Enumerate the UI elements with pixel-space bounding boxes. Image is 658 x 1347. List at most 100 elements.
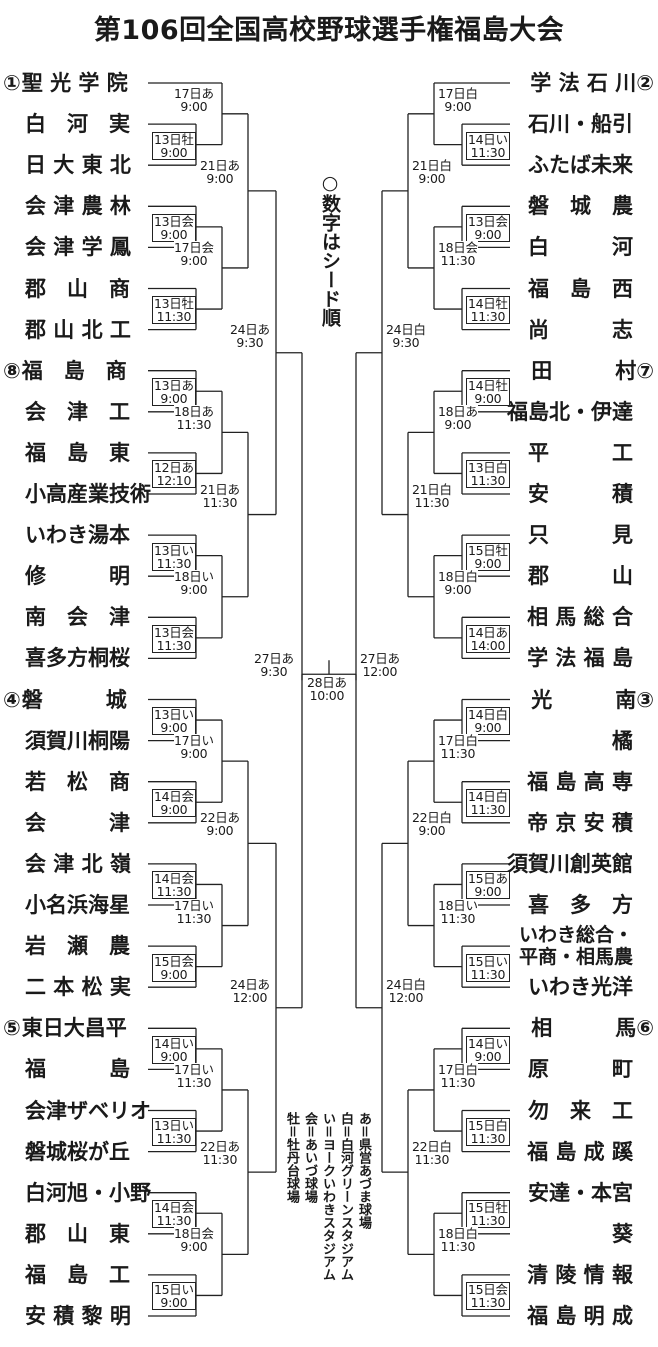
match-time: 11:30 xyxy=(176,417,212,433)
match-date: 14日白 xyxy=(468,707,508,723)
match-time: 9:00 xyxy=(180,581,208,597)
match-time: 9:00 xyxy=(160,966,188,982)
match-time: 11:30 xyxy=(470,966,506,982)
match-time: 14:00 xyxy=(470,637,506,653)
match-time: 12:10 xyxy=(156,473,192,489)
team-name: いわき総合・ 平商・相馬農 xyxy=(519,924,633,968)
team-name: 会津ザベリオ xyxy=(25,1100,151,1122)
match-time: 11:30 xyxy=(470,473,506,489)
team-name: 小高産業技術 xyxy=(25,483,151,505)
match-time: 9:00 xyxy=(160,391,188,407)
match-time: 9:00 xyxy=(180,746,208,762)
team-label: 会 津 学 鳳 xyxy=(25,235,131,260)
match-date: 18日あ xyxy=(438,404,478,420)
team-label: 会 津 工 xyxy=(25,399,130,424)
team-name: ①聖 光 学 院 xyxy=(3,72,128,94)
match-date: 13日牡 xyxy=(154,131,194,147)
match-time: 11:30 xyxy=(156,1131,192,1147)
team-name: 福 島 成 蹊 xyxy=(527,1141,633,1163)
page-title: 第106回全国高校野球選手権福島大会 xyxy=(93,15,565,46)
match-date: 17日白 xyxy=(438,733,478,749)
team-name: 清 陵 情 報 xyxy=(527,1264,633,1286)
match-date: 22日あ xyxy=(200,1139,240,1155)
match-time: 11:30 xyxy=(156,637,192,653)
match-date: 13日白 xyxy=(468,460,508,476)
team-label: 聖 光 学 院 xyxy=(21,71,128,95)
match-time: 9:00 xyxy=(444,417,472,433)
team-label: 東日大昌平 xyxy=(21,1016,127,1041)
team-name: 石川・船引 xyxy=(528,113,633,135)
seed-badge: ⑤ xyxy=(3,1016,21,1041)
team-name: 会 津 工 xyxy=(25,401,130,423)
match-time: 12:00 xyxy=(388,989,424,1005)
match-time: 9:00 xyxy=(444,581,472,597)
team-name: 福 島 xyxy=(25,1058,130,1080)
team-name: 磐城桜が丘 xyxy=(25,1141,130,1163)
team-label: 小高産業技術 xyxy=(25,482,151,506)
match-date: 14日会 xyxy=(154,1200,194,1216)
match-time: 9:00 xyxy=(180,252,208,268)
team-label: ふたば未来 xyxy=(528,153,633,178)
match-date: 17日白 xyxy=(438,85,478,101)
match-date: 13日会 xyxy=(468,213,508,229)
team-label: 磐 城 農 xyxy=(528,194,633,219)
match-date: 21日あ xyxy=(200,157,240,173)
team-name: 郡 山 xyxy=(528,565,633,587)
match-time: 11:30 xyxy=(440,1239,476,1255)
team-name: 只 見 xyxy=(528,524,633,546)
match-time: 9:00 xyxy=(160,720,188,736)
team-name: 橘 xyxy=(612,730,633,752)
match-date: 15日い xyxy=(154,1282,194,1298)
match-date: 14日あ xyxy=(468,624,508,640)
team-label: 会 津 xyxy=(25,810,130,835)
team-label: 福 島 西 xyxy=(528,276,633,301)
team-label: いわき総合・ 平商・相馬農 xyxy=(518,924,633,969)
team-name: 岩 瀬 農 xyxy=(25,935,130,957)
team-name: 葵 xyxy=(612,1223,633,1245)
match-date: 14日い xyxy=(468,131,508,147)
match-time: 9:00 xyxy=(418,823,446,839)
team-label: 福 島 東 xyxy=(25,440,130,465)
team-label: 会津ザベリオ xyxy=(25,1098,151,1123)
team-name: 須賀川創英館 xyxy=(507,853,633,875)
seed-badge: ① xyxy=(3,71,21,95)
match-time: 11:30 xyxy=(440,910,476,926)
match-time: 11:30 xyxy=(470,309,506,325)
team-name: 若 松 商 xyxy=(25,771,130,793)
match-date: 18日会 xyxy=(174,1226,214,1242)
team-label: 郡 山 北 工 xyxy=(25,317,131,342)
team-name: 須賀川桐陽 xyxy=(25,730,130,752)
team-label: 須賀川桐陽 xyxy=(25,728,130,753)
match-time: 11:30 xyxy=(440,1074,476,1090)
team-label: 福 島 商 xyxy=(21,358,127,383)
team-name: 福 島 明 成 xyxy=(527,1305,633,1327)
match-time: 11:30 xyxy=(470,144,506,160)
match-time: 11:30 xyxy=(156,555,192,571)
team-label: 磐 城 xyxy=(21,687,127,712)
match-time: 9:30 xyxy=(392,334,420,350)
team-label: 福 島 工 xyxy=(25,1262,130,1287)
team-label: 小名浜海星 xyxy=(25,893,130,917)
team-label: 帝 京 安 積 xyxy=(527,810,633,835)
match-date: 21日あ xyxy=(200,481,240,497)
team-label: 磐城桜が丘 xyxy=(25,1139,130,1164)
